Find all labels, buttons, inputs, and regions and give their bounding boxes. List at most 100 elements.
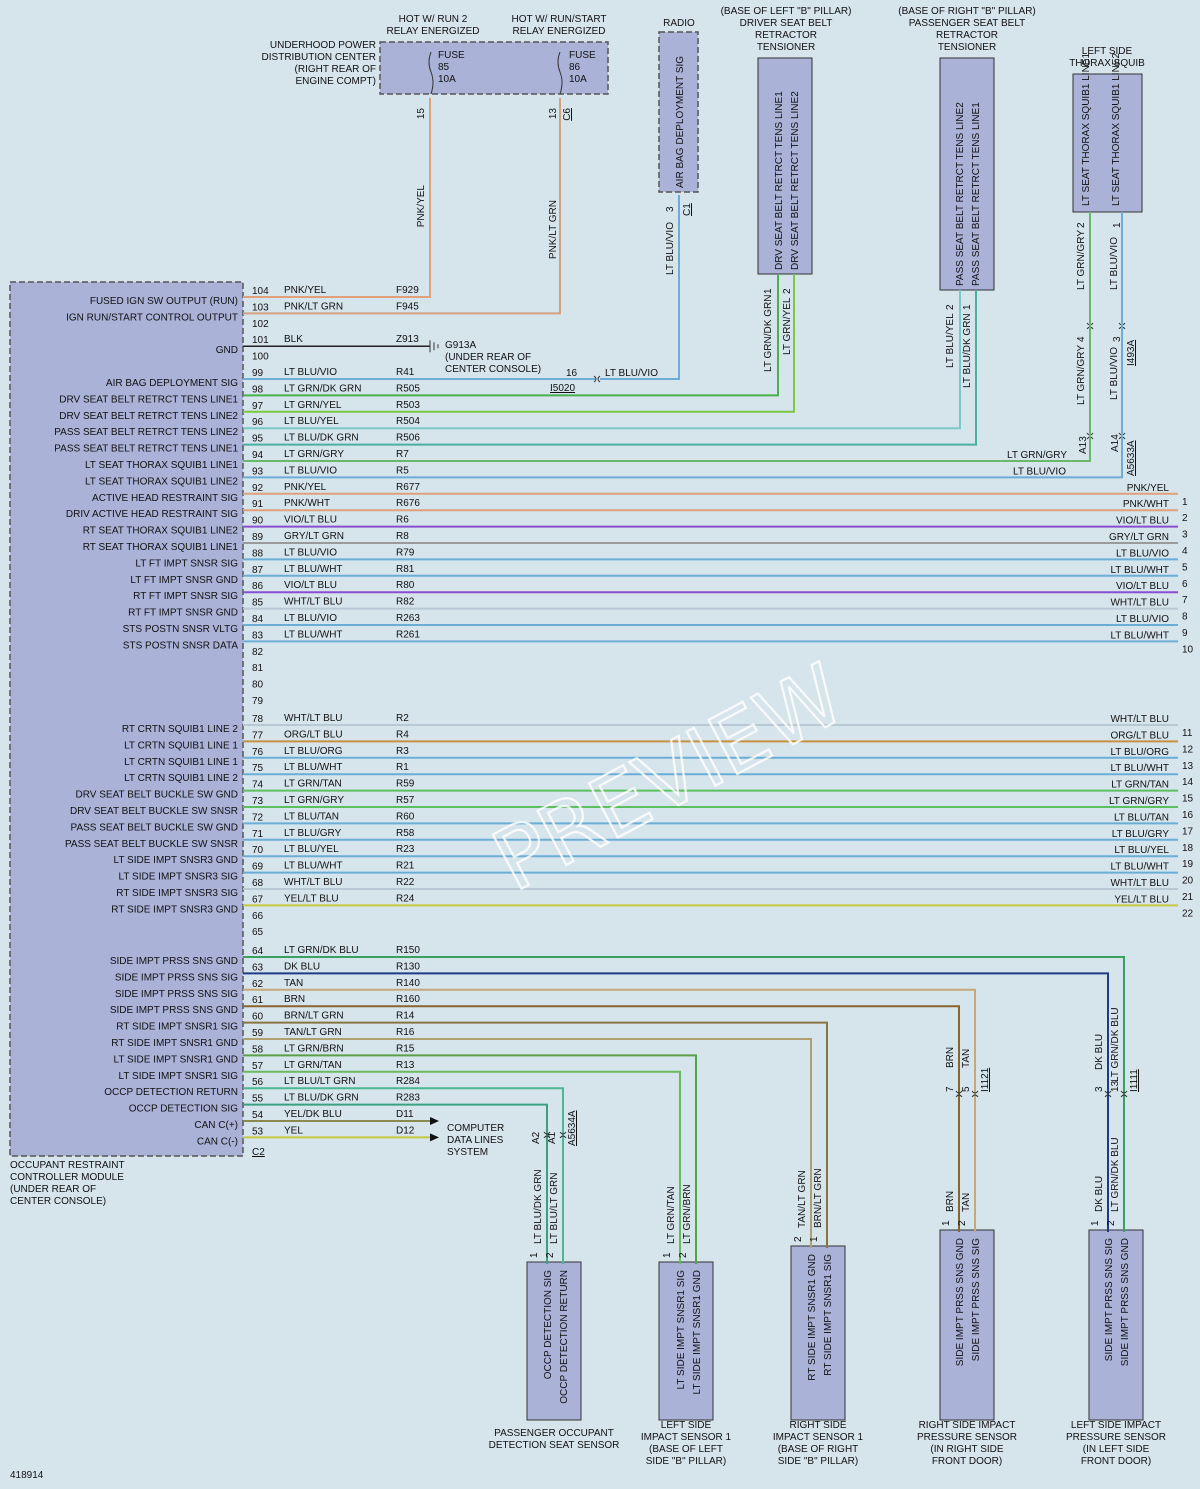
circuit-id: R677: [396, 482, 420, 493]
wire-color-label: WHT/LT BLU: [284, 597, 343, 608]
rsps-sensor-label: PRESSURE SENSOR: [917, 1432, 1017, 1443]
wire-56: [243, 1087, 564, 1264]
right-end-number: 4: [1182, 546, 1188, 557]
circuit-id: R60: [396, 811, 415, 822]
updc-box: [379, 41, 609, 95]
orc-pin-label: STS POSTN SNSR VLTG: [123, 624, 239, 635]
orc-pin-number: 87: [252, 565, 264, 576]
orc-pin-number: 67: [252, 894, 264, 905]
pin-number: 2: [545, 1252, 556, 1258]
right-end-wire-label: LT BLU/ORG: [1110, 747, 1169, 758]
circuit-id: R505: [396, 383, 420, 394]
pin-number: 2: [782, 288, 793, 294]
wire-color-label: LT BLU/VIO: [284, 465, 337, 476]
rsps-sensor-label: FRONT DOOR): [932, 1456, 1002, 1467]
orc-pin-label: DRV SEAT BELT BUCKLE SW SNSR: [70, 806, 238, 817]
orc-pin-label: DRIV ACTIVE HEAD RESTRAINT SIG: [66, 509, 238, 520]
orc-pin-label: CAN C(+): [194, 1120, 238, 1131]
wire-color-label: YEL: [284, 1125, 303, 1136]
orc-pin-label: RT SIDE IMPT SNSR3 GND: [111, 904, 238, 915]
orc-pin-number: 72: [252, 812, 264, 823]
wire-color-label: LT BLU/GRY: [284, 828, 342, 839]
circuit-id: R8: [396, 531, 409, 542]
orc-pin-number: 70: [252, 845, 264, 856]
component-pin-label: LT SIDE IMPT SNSR1 SIG: [676, 1270, 687, 1390]
driver-tensioner-label: RETRACTOR: [755, 30, 817, 41]
passenger-tensioner-box: [939, 57, 995, 291]
right-end-wire-label: WHT/LT BLU: [1110, 714, 1169, 725]
orc-pin-label: RT SEAT THORAX SQUIB1 LINE2: [83, 526, 239, 537]
orc-module-box: [9, 281, 244, 1157]
pin-number: 3: [1112, 336, 1123, 342]
wire-color-label: PNK/YEL: [284, 482, 327, 493]
wire-color-label: LT GRN/GRY: [1076, 230, 1087, 290]
wire-color-label: LT GRN/BRN: [682, 1184, 693, 1244]
orc-pin-number: 53: [252, 1126, 264, 1137]
wire-color-label: LT GRN/GRY: [1007, 450, 1067, 461]
right-end-number: 6: [1182, 579, 1188, 590]
wire-color-label: LT BLU/WHT: [284, 564, 343, 575]
fuse-label: 10A: [569, 74, 587, 85]
orc-pin-number: 68: [252, 878, 264, 889]
right-end-number: 20: [1182, 876, 1194, 887]
wire-98: [243, 274, 779, 397]
ground-id: G913A: [445, 340, 476, 351]
lsps-sensor-box: [1088, 1229, 1144, 1421]
orc-pin-number: 77: [252, 730, 264, 741]
wire-color-label: PNK/LT GRN: [284, 301, 343, 312]
hot-run-label: RELAY ENERGIZED: [387, 26, 480, 37]
fuse-icon: [428, 51, 434, 95]
right-end-wire-label: GRY/LT GRN: [1109, 532, 1169, 543]
orc-pin-number: 60: [252, 1012, 264, 1023]
circuit-id: R41: [396, 367, 415, 378]
right-end-number: 22: [1182, 908, 1194, 919]
circuit-id: R82: [396, 597, 415, 608]
connector-id: C6: [562, 108, 573, 121]
driver-tensioner-label: (BASE OF LEFT "B" PILLAR): [721, 6, 852, 17]
orc-pin-number: 95: [252, 434, 264, 445]
wire-61: [243, 1005, 960, 1232]
orc-pin-label: DRV SEAT BELT RETRCT TENS LINE2: [59, 411, 238, 422]
thorax-squib-label: LEFT SIDE: [1082, 46, 1133, 57]
circuit-id: R58: [396, 828, 415, 839]
orc-pin-number: 57: [252, 1061, 264, 1072]
orc-pin-label: ACTIVE HEAD RESTRAINT SIG: [92, 493, 238, 504]
circuit-id: R4: [396, 729, 409, 740]
wire-color-label: WHT/LT BLU: [284, 877, 343, 888]
orc-pin-label: SIDE IMPT PRSS SNS SIG: [115, 989, 238, 1000]
inline-connector: [971, 1090, 979, 1094]
orc-pin-label: RT FT IMPT SNSR GND: [128, 608, 238, 619]
lsis-sensor-label: IMPACT SENSOR 1: [641, 1432, 732, 1443]
lsis-sensor-label: (BASE OF LEFT: [649, 1444, 723, 1455]
connector-id: I1121: [980, 1067, 991, 1092]
wire-color-label: LT BLU/TAN: [284, 811, 339, 822]
component-pin-label: RT SIDE IMPT SNSR1 GND: [807, 1254, 818, 1381]
component-pin-label: DRV SEAT BELT RETRCT TENS LINE1: [774, 91, 785, 270]
orc-pin-number: 93: [252, 466, 264, 477]
inline-connector: [955, 1094, 963, 1098]
wire-color-label: LT BLU/VIO: [605, 368, 658, 379]
orc-pin-number: 103: [252, 302, 269, 313]
orc-pin-number: 63: [252, 962, 264, 973]
circuit-id: D11: [396, 1109, 414, 1120]
wire-color-label: LT BLU/VIO: [284, 547, 337, 558]
circuit-id: R13: [396, 1060, 415, 1071]
wire-color-label: BRN: [284, 994, 305, 1005]
right-end-wire-label: ORG/LT BLU: [1110, 730, 1169, 741]
orc-pin-number: 81: [252, 663, 264, 674]
pin-number: 2: [945, 304, 956, 310]
lsis-sensor-label: LEFT SIDE: [661, 1420, 712, 1431]
orc-pin-number: 61: [252, 995, 264, 1006]
orc-pin-number: 58: [252, 1044, 264, 1055]
circuit-id: R79: [396, 547, 415, 558]
orc-pin-label: LT SIDE IMPT SNSR1 GND: [114, 1054, 238, 1065]
right-end-number: 5: [1182, 562, 1188, 573]
pin-number: 3: [1094, 1086, 1105, 1092]
circuit-id: F929: [396, 285, 419, 296]
component-pin-label: LT SIDE IMPT SNSR1 GND: [692, 1270, 703, 1394]
circuit-id: R160: [396, 994, 420, 1005]
inline-connector: [597, 375, 601, 383]
right-end-number: 7: [1182, 595, 1188, 606]
wire-color-label: GRY/LT GRN: [284, 531, 344, 542]
connector-id: C1: [682, 203, 693, 216]
